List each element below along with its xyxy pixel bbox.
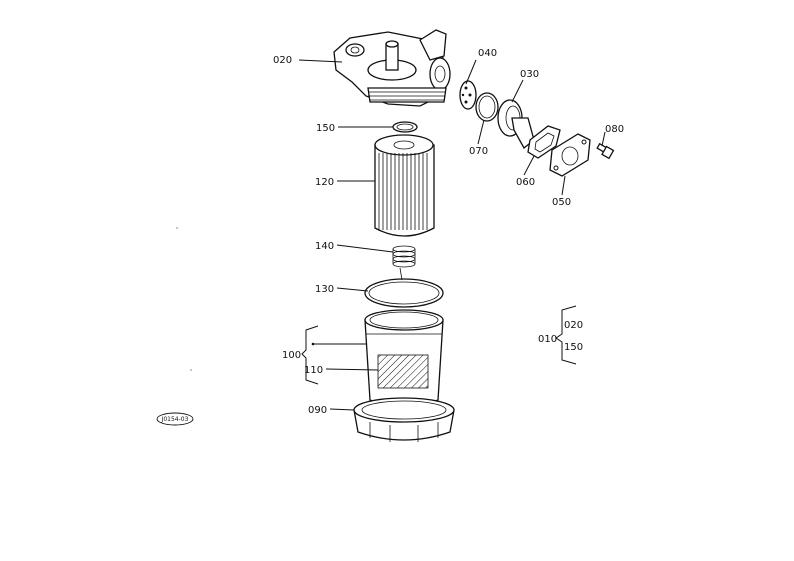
leader-lines [298,59,606,411]
cover-plate [549,133,591,177]
spring [392,245,416,268]
assembly-label: 010 [538,334,557,345]
part-label-060: 060 [516,177,535,188]
assembly-item-2: 150 [564,342,583,353]
gasket-disc [459,80,477,110]
scan-dot [190,369,192,371]
part-label-140: 140 [315,241,334,252]
part-label-150: 150 [316,123,335,134]
drawing-stamp: J0154-03 [156,412,194,426]
stamp-text: J0154-03 [161,416,189,423]
part-label-020: 020 [273,55,292,66]
bolt [596,142,615,160]
assembly-item-1: 020 [564,320,583,331]
part-label-130: 130 [315,284,334,295]
bowl-o-ring [364,278,444,308]
part-label-080: 080 [605,124,624,135]
part-label-030: 030 [520,69,539,80]
part-label-100: 100 [282,350,301,361]
filter-head [333,29,451,107]
small-o-ring [392,121,418,133]
bracket-010 [555,305,577,365]
part-label-110: 110 [304,365,323,376]
filter-pleats [378,153,428,230]
filter-bowl [364,309,444,408]
part-label-090: 090 [308,405,327,416]
o-ring [475,92,499,122]
part-label-040: 040 [478,48,497,59]
part-label-070: 070 [469,146,488,157]
part-label-120: 120 [315,177,334,188]
fuel-cock [497,99,535,149]
scan-dot [176,227,178,229]
filter-element [374,134,435,237]
part-label-050: 050 [552,197,571,208]
ring-nut [353,397,455,442]
bracket-100 [301,325,319,385]
gasket-oval [527,125,561,159]
